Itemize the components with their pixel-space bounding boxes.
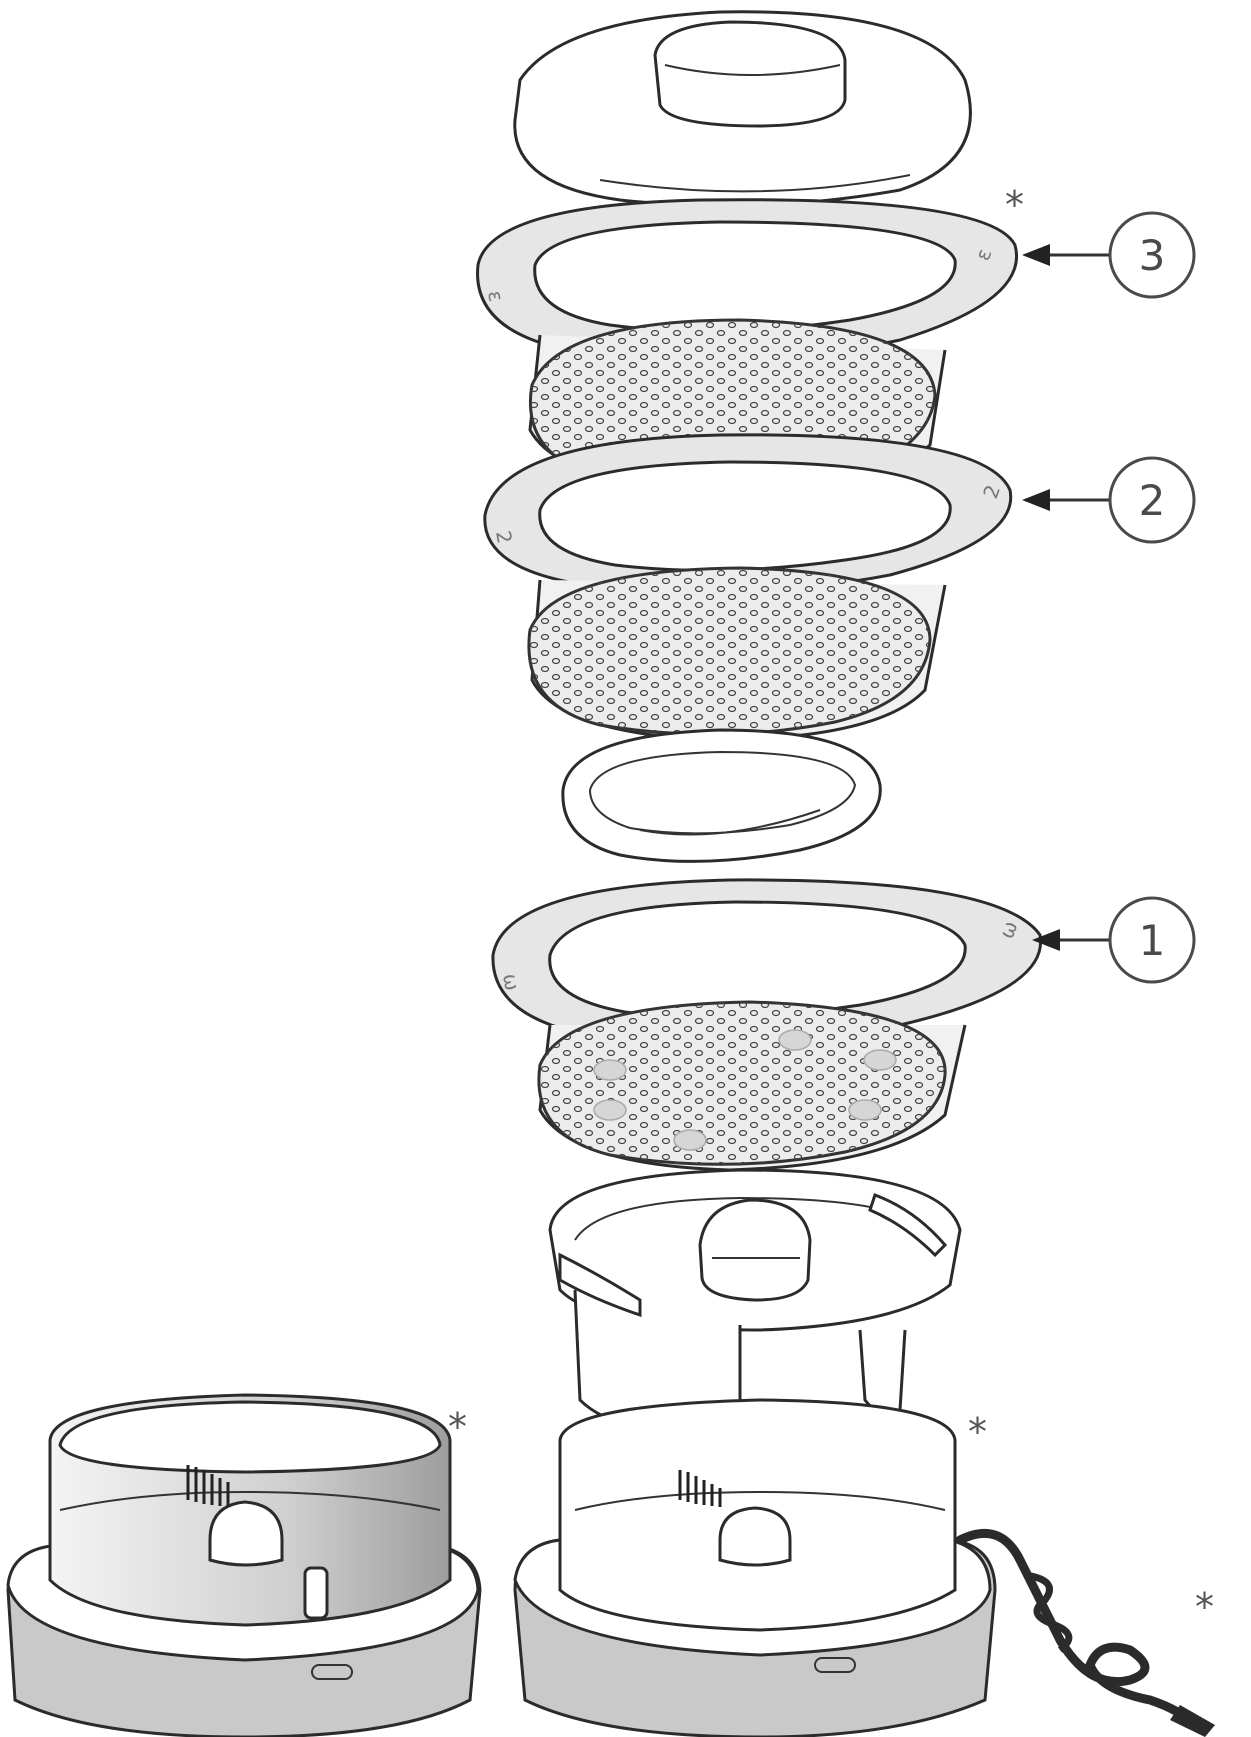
callout-3: 3 xyxy=(1022,211,1196,299)
asterisk-left-base: * xyxy=(448,1405,467,1449)
basket-tier-1: ω ω xyxy=(491,878,1043,1172)
asterisk-cord: * xyxy=(1195,1585,1214,1629)
arrow-left-icon xyxy=(1022,244,1050,266)
power-cord xyxy=(955,1528,1215,1737)
svg-text:ε: ε xyxy=(483,289,509,304)
svg-text:2: 2 xyxy=(491,529,517,546)
arrow-left-icon xyxy=(1032,929,1060,951)
callout-label-2: 2 xyxy=(1139,476,1166,525)
callout-label-1: 1 xyxy=(1139,916,1166,965)
callout-2: 2 xyxy=(1022,456,1196,544)
main-base xyxy=(513,1398,997,1737)
asterisk-main-base: * xyxy=(968,1410,987,1454)
plug-icon xyxy=(1170,1705,1215,1737)
arrow-left-icon xyxy=(1022,489,1050,511)
callout-1: 1 xyxy=(1032,896,1196,984)
svg-text:ω: ω xyxy=(498,972,525,993)
callout-label-3: 3 xyxy=(1139,231,1166,280)
basket-tier-2: 2 2 xyxy=(483,433,1013,742)
alternative-base xyxy=(6,1393,482,1737)
drip-tray xyxy=(548,1168,962,1432)
rice-bowl xyxy=(561,728,882,863)
asterisk-top: * xyxy=(1005,183,1024,227)
display-window xyxy=(303,1566,329,1620)
svg-text:ω: ω xyxy=(994,918,1022,942)
lid xyxy=(513,10,972,208)
